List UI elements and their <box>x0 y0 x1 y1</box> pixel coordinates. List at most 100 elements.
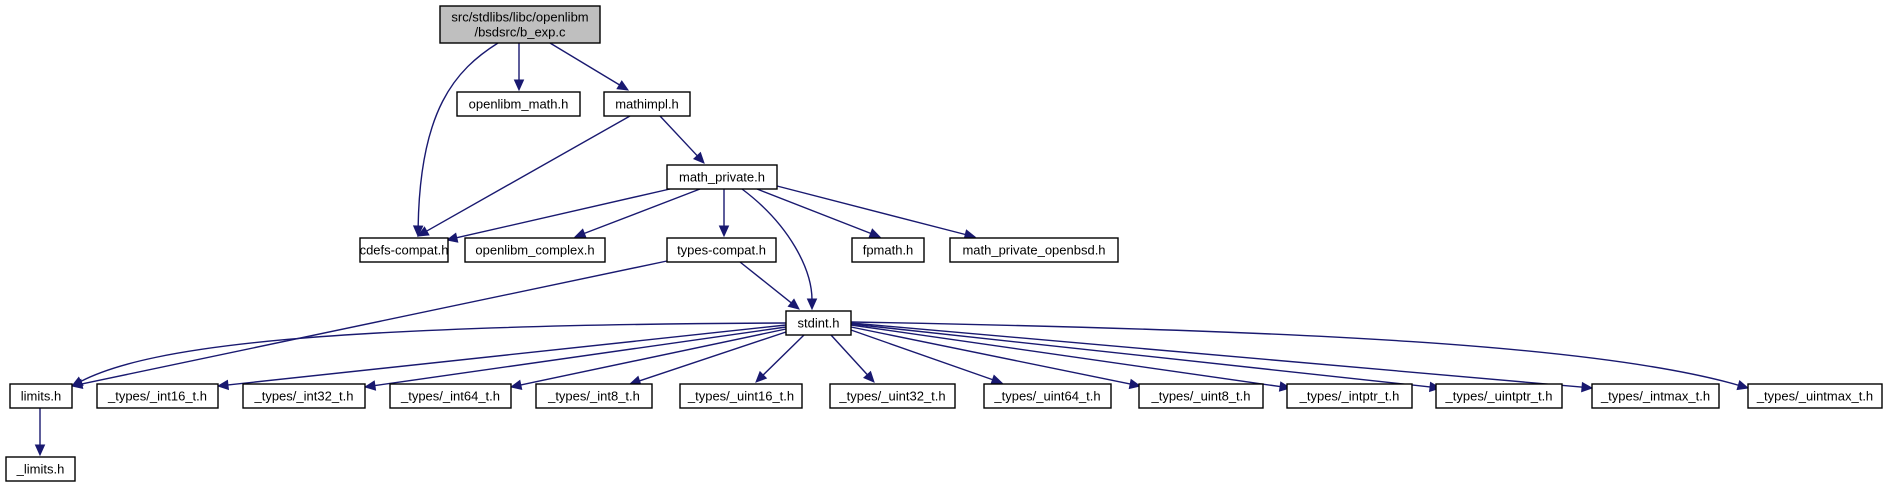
arrowhead-icon <box>1128 378 1142 390</box>
node-label: _types/_uintmax_t.h <box>1756 389 1873 404</box>
node-label: _types/_uint32_t.h <box>838 389 945 404</box>
node-uint8[interactable]: _types/_uint8_t.h <box>1138 383 1264 409</box>
edge-line <box>659 115 699 157</box>
node-openlibm-math[interactable]: openlibm_math.h <box>456 91 581 117</box>
arrowhead-icon <box>806 298 818 311</box>
node-fpmath[interactable]: fpmath.h <box>851 237 925 263</box>
node-box <box>1286 383 1413 409</box>
node-box <box>5 456 76 482</box>
node-label: _types/_int64_t.h <box>400 389 500 404</box>
node-label: math_private.h <box>679 170 765 185</box>
arrowhead-icon <box>573 228 587 239</box>
node-label: stdint.h <box>798 316 840 331</box>
edge-line <box>739 261 793 304</box>
arrowhead-icon <box>1428 381 1442 393</box>
node-int16[interactable]: _types/_int16_t.h <box>96 383 219 409</box>
node-label: mathimpl.h <box>615 97 679 112</box>
node-label: src/stdlibs/libc/openlibm <box>451 10 588 25</box>
node-label: math_private_openbsd.h <box>962 243 1105 258</box>
edge-line <box>549 42 621 86</box>
edge-mathimpl-to-math_private <box>659 115 705 164</box>
edge-limits-to-_limits <box>34 408 46 457</box>
edge-math_private-to-math_private_openbsd <box>776 185 977 240</box>
node-label: _types/_int16_t.h <box>107 389 207 404</box>
node-intmax[interactable]: _types/_intmax_t.h <box>1591 383 1720 409</box>
edge-line <box>830 334 869 376</box>
node-box <box>983 383 1112 409</box>
node-uintmax[interactable]: _types/_uintmax_t.h <box>1747 383 1883 409</box>
node-intptr[interactable]: _types/_intptr_t.h <box>1286 383 1413 409</box>
node-label: limits.h <box>21 389 61 404</box>
node-box <box>439 5 601 44</box>
node-limits[interactable]: limits.h <box>9 383 73 409</box>
node-label: types-compat.h <box>677 243 766 258</box>
node-int64[interactable]: _types/_int64_t.h <box>389 383 512 409</box>
node-box <box>96 383 219 409</box>
node-cdefs-compat[interactable]: cdefs-compat.h <box>359 237 449 263</box>
node-uint16[interactable]: _types/_uint16_t.h <box>679 383 803 409</box>
node-label: fpmath.h <box>863 243 914 258</box>
edge-line <box>455 188 671 239</box>
arrowhead-icon <box>216 379 230 391</box>
node-box <box>359 237 449 263</box>
edge-root-to-cdefs_compat <box>412 42 499 238</box>
node-int8[interactable]: _types/_int8_t.h <box>535 383 653 409</box>
edge-line <box>425 115 631 233</box>
arrowhead-icon <box>70 376 84 387</box>
edge-root-to-openlibm_math <box>513 43 525 92</box>
node-label: /bsdsrc/b_exp.c <box>474 25 566 40</box>
edge-line <box>741 188 813 301</box>
edge-line <box>850 321 1740 387</box>
node-openlibm-complex[interactable]: openlibm_complex.h <box>464 237 606 263</box>
edge-math_private-to-fpmath <box>756 188 882 239</box>
node-types-compat[interactable]: types-compat.h <box>666 237 777 263</box>
node-label: _types/_intmax_t.h <box>1600 389 1710 404</box>
node-label: _types/_int32_t.h <box>253 389 353 404</box>
edge-types_compat-to-stdint <box>739 261 800 310</box>
edge-line <box>761 334 805 377</box>
edge-line <box>638 331 787 382</box>
arrowhead-icon <box>34 444 46 457</box>
arrowhead-icon <box>513 79 525 92</box>
edge-line <box>417 42 499 228</box>
node-mathimpl[interactable]: mathimpl.h <box>603 91 691 117</box>
node-box <box>666 237 777 263</box>
node-box <box>1138 383 1264 409</box>
node-uint64[interactable]: _types/_uint64_t.h <box>983 383 1112 409</box>
edge-line <box>850 324 1282 388</box>
edge-stdint-to-uintptr <box>850 323 1442 393</box>
node-box <box>1747 383 1883 409</box>
node-stdint[interactable]: stdint.h <box>785 310 852 336</box>
node-label: openlibm_math.h <box>469 97 569 112</box>
node-box <box>389 383 512 409</box>
node-label: _limits.h <box>16 462 65 477</box>
edge-line <box>583 188 701 235</box>
node-uintptr[interactable]: _types/_uintptr_t.h <box>1435 383 1563 409</box>
arrowhead-icon <box>990 374 1004 385</box>
edge-stdint-to-int32 <box>363 326 787 391</box>
edge-stdint-to-int64 <box>509 328 787 390</box>
node-int32[interactable]: _types/_int32_t.h <box>242 383 366 409</box>
node-label: openlibm_complex.h <box>475 243 594 258</box>
edge-root-to-mathimpl <box>549 42 630 91</box>
node-uint32[interactable]: _types/_uint32_t.h <box>829 383 956 409</box>
arrowhead-icon <box>412 225 424 238</box>
node-box <box>603 91 691 117</box>
node-box <box>242 383 366 409</box>
edge-stdint-to-uint8 <box>850 326 1142 390</box>
arrowhead-icon <box>1581 381 1594 393</box>
node-math-private[interactable]: math_private.h <box>666 164 778 190</box>
arrowhead-icon <box>616 80 630 91</box>
node-root[interactable]: src/stdlibs/libc/openlibm/bsdsrc/b_exp.c <box>439 5 601 44</box>
edge-stdint-to-intptr <box>850 324 1292 392</box>
edge-math_private-to-cdefs_compat <box>445 188 671 243</box>
edge-line <box>373 326 787 387</box>
node-box <box>535 383 653 409</box>
edge-stdint-to-uintmax <box>850 321 1750 391</box>
node--limits[interactable]: _limits.h <box>5 456 76 482</box>
edge-line <box>226 324 787 386</box>
node-math-private-openbsd[interactable]: math_private_openbsd.h <box>949 237 1119 263</box>
edge-line <box>850 323 1432 388</box>
edge-math_private-to-stdint <box>741 188 818 311</box>
edge-line <box>80 260 668 385</box>
